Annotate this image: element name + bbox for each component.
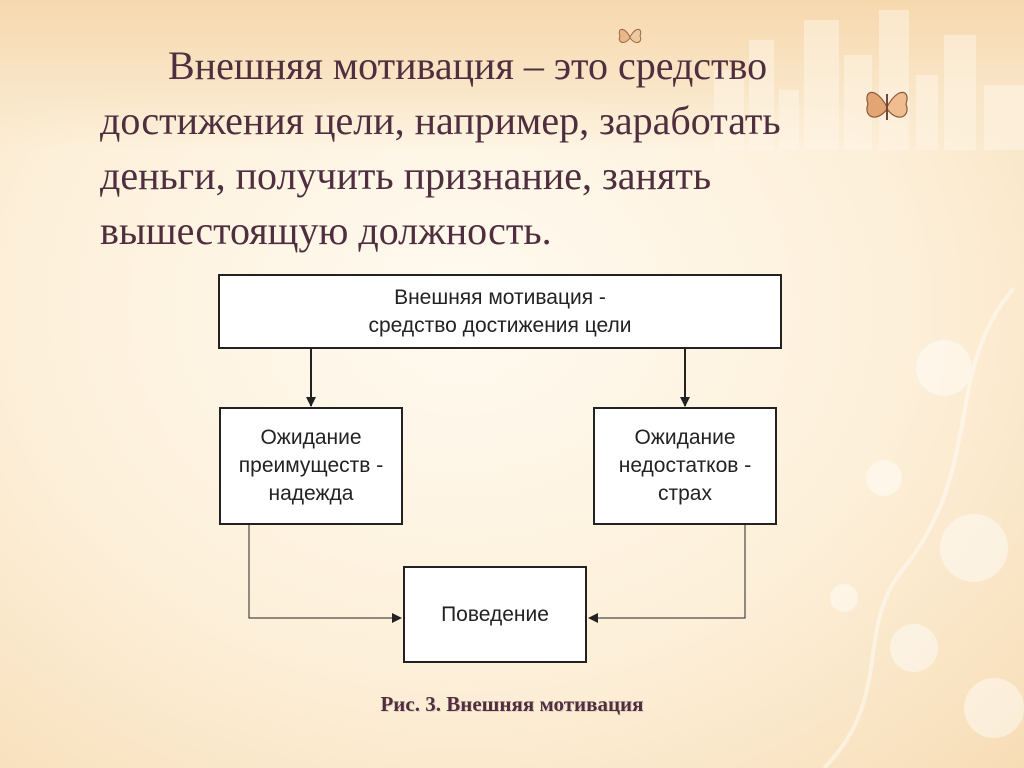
box-expectation-disadvantages-line-1: Ожидание <box>634 426 736 449</box>
box-expectation-advantages-line-3: надежда <box>268 482 354 505</box>
box-expectation-advantages: Ожидание преимуществ - надежда <box>219 407 403 525</box>
floral-background-decoration <box>822 286 1024 768</box>
arrow-left-to-bottom <box>248 525 402 623</box>
box-external-motivation-line-2: средство достижения цели <box>368 313 632 337</box>
box-expectation-disadvantages-line-3: страх <box>658 482 712 505</box>
city-skyline-decoration <box>714 10 1024 150</box>
figure-caption: Рис. 3. Внешняя мотивация <box>380 692 644 716</box>
lead-text: Внешняя мотивация – это средство достиже… <box>100 43 781 253</box>
box-behavior: Поведение <box>403 566 587 663</box>
box-behavior-label: Поведение <box>441 602 549 626</box>
butterfly-small-icon <box>618 28 642 43</box>
box-external-motivation-line-1: Внешняя мотивация - <box>394 285 606 309</box>
box-expectation-disadvantages: Ожидание недостатков - страх <box>593 407 777 525</box>
arrow-right-to-bottom <box>588 525 746 623</box>
box-expectation-disadvantages-line-2: недостатков - <box>618 454 752 477</box>
box-external-motivation: Внешняя мотивация - средство достижения … <box>218 274 782 349</box>
box-expectation-advantages-line-1: Ожидание <box>260 426 362 449</box>
butterfly-large-icon <box>866 91 908 120</box>
box-expectation-advantages-line-2: преимуществ - <box>238 454 384 477</box>
